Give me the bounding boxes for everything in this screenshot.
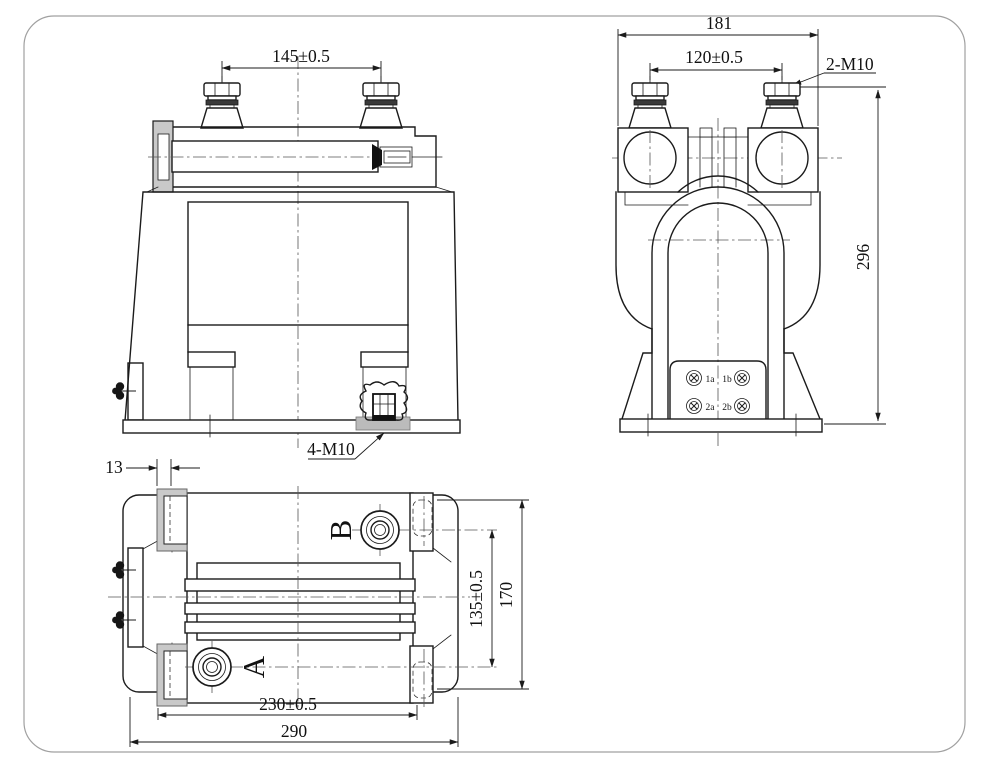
top-dim-13-text: 13	[105, 457, 123, 477]
secondary-screw-1a-icon	[686, 370, 702, 386]
side-2m10-text: 2-M10	[826, 54, 874, 74]
side-dim-terminal-spacing: 120±0.5	[649, 47, 783, 80]
secondary-screw-1b-icon	[734, 370, 750, 386]
top-corner-block-lower-right	[409, 634, 452, 710]
side-dim-overall-height: 296	[794, 86, 886, 425]
front-mounting-holes-callout: 4-M10	[307, 432, 385, 460]
side-primary-loop	[651, 186, 785, 420]
front-tank-body	[111, 186, 459, 422]
terminal-label-1a: 1a	[706, 375, 716, 385]
side-dim-overall-width: 181	[617, 13, 819, 126]
top-terminal-boss-a	[192, 647, 232, 687]
side-terminal-blocks	[617, 127, 819, 193]
side-terminal-thread-callout: 2-M10	[792, 54, 876, 86]
terminal-label-2a: 2a	[706, 403, 716, 413]
front-dim-terminal-spacing: 145±0.5	[221, 46, 382, 82]
top-dim-overall-depth: 170	[437, 499, 529, 690]
side-dim-181-text: 181	[706, 13, 732, 33]
top-cooling-ribs	[184, 562, 416, 641]
secondary-screw-2a-icon	[686, 398, 702, 414]
front-dim-145-text: 145±0.5	[272, 46, 330, 66]
side-secondary-terminal-plate: 1a 1b 2a 2b	[669, 360, 767, 420]
front-mounting-insert	[355, 381, 411, 431]
side-primary-terminal-left	[628, 75, 672, 129]
top-terminal-boss-b	[360, 510, 400, 550]
top-dim-170-text: 170	[496, 582, 516, 609]
top-label-a: A	[236, 655, 271, 678]
side-base-plate	[619, 418, 823, 433]
front-side-bracket	[127, 362, 144, 421]
top-view: B A 13 230±0.5 290 135±0.5	[105, 457, 529, 747]
front-foot-left	[187, 351, 236, 368]
top-dim-overall-length: 290	[129, 697, 459, 747]
front-side-bolt-icon	[111, 381, 137, 401]
sheet-border	[23, 15, 966, 753]
front-core-panel	[187, 201, 409, 326]
front-foot-right	[360, 351, 409, 368]
front-primary-terminal-right	[359, 75, 403, 129]
side-dim-120-text: 120±0.5	[685, 47, 743, 67]
top-dim-mounting-spacing: 230±0.5	[157, 694, 418, 720]
side-primary-terminal-right	[760, 75, 804, 129]
bar-connector-wedge	[372, 144, 382, 170]
top-dim-135-text: 135±0.5	[466, 570, 486, 628]
top-clamp-upper-left	[156, 488, 188, 552]
top-dim-230-text: 230±0.5	[259, 694, 317, 714]
front-view: 145±0.5	[111, 46, 461, 460]
top-dim-290-text: 290	[281, 721, 308, 741]
side-view: 181 120±0.5 2-M10 296	[612, 13, 886, 447]
top-corner-block-upper-right	[409, 492, 452, 563]
top-label-b: B	[323, 520, 358, 541]
top-clamp-lower-left	[156, 643, 188, 707]
side-dim-296-text: 296	[853, 244, 873, 271]
top-dim-terminal-depth: 135±0.5	[466, 529, 495, 668]
secondary-screw-2b-icon	[734, 398, 750, 414]
front-top-insulation-bar	[148, 120, 443, 193]
top-dim-bracket-offset: 13	[105, 457, 200, 486]
terminal-label-1b: 1b	[722, 375, 732, 385]
front-4m10-text: 4-M10	[307, 439, 355, 459]
front-primary-terminal-left	[200, 75, 244, 129]
terminal-label-2b: 2b	[722, 403, 732, 413]
